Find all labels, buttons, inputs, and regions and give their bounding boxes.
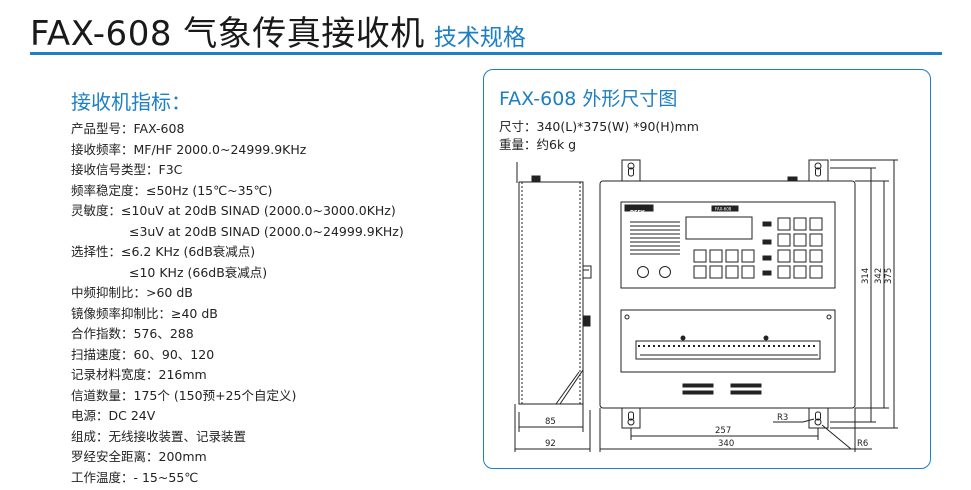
model-label: FAX-608 (715, 207, 732, 212)
front-view (599, 159, 898, 452)
spec-composition: 组成：无线接收装置、记录装置 (71, 428, 247, 444)
radius-large-dim: R6 (857, 439, 868, 449)
height-b-dim: 342 (874, 268, 884, 284)
radius-small-dim: R3 (777, 413, 788, 423)
dimension-weight: 重量：约6k g (499, 137, 577, 152)
title-divider (30, 52, 942, 55)
side-view (514, 162, 592, 452)
spec-signal-type: 接收信号类型：F3C (71, 162, 183, 177)
spec-section: 接收机指标： 产品型号：FAX-608 接收频率：MF/HF 2000.0~24… (71, 86, 404, 488)
brand-label: DEEK (630, 210, 646, 216)
spec-sensitivity-2: ≤3uV at 20dB SINAD (2000.0~24999.9KHz) (129, 223, 404, 239)
height-a-dim: 314 (861, 268, 871, 284)
spec-power: 电源：DC 24V (71, 408, 156, 423)
dimension-card: FAX-608 外形尺寸图 尺寸：340(L)*375(W) *90(H)mm … (483, 69, 931, 469)
title-sub: 技术规格 (433, 25, 526, 51)
spec-scan-speed: 扫描速度：60、90、120 (71, 346, 215, 362)
spec-temperature: 工作温度：- 15~55℃ (71, 469, 199, 485)
side-inner-dim: 85 (545, 417, 556, 427)
title-main: FAX-608 气象传真接收机 (30, 14, 425, 54)
height-c-dim: 375 (884, 268, 894, 284)
spec-sensitivity: 灵敏度：≤10uV at 20dB SINAD (2000.0~3000.0KH… (71, 203, 396, 218)
spec-if-rejection: 中频抑制比：>60 dB (71, 285, 193, 300)
spec-ioc: 合作指数：576、288 (71, 326, 194, 341)
spec-heading: 接收机指标： (71, 90, 191, 114)
spec-stability: 频率稳定度：≤50Hz (15℃~35℃) (71, 182, 273, 198)
front-inner-dim: 257 (715, 426, 731, 436)
spec-frequency: 接收频率：MF/HF 2000.0~24999.9KHz (71, 141, 307, 157)
dimension-title: FAX-608 外形尺寸图 (499, 88, 678, 110)
spec-model: 产品型号：FAX-608 (71, 121, 185, 136)
spec-channels: 信道数量：175个 (150预+25个自定义) (71, 387, 297, 403)
side-outer-dim: 92 (545, 439, 556, 449)
spec-image-rejection: 镜像频率抑制比：≥40 dB (71, 305, 218, 321)
spec-compass-distance: 罗经安全距离：200mm (71, 449, 207, 464)
spec-paper-width: 记录材料宽度：216mm (71, 367, 207, 382)
spec-selectivity-2: ≤10 KHz (66dB衰减点) (129, 264, 268, 280)
spec-selectivity: 选择性：≤6.2 KHz (6dB衰减点) (71, 244, 256, 259)
front-outer-dim: 340 (718, 439, 734, 449)
page-title: FAX-608 气象传真接收机 技术规格 (30, 6, 526, 55)
speaker-grille (630, 221, 680, 255)
dimension-size: 尺寸：340(L)*375(W) *90(H)mm (499, 119, 699, 134)
